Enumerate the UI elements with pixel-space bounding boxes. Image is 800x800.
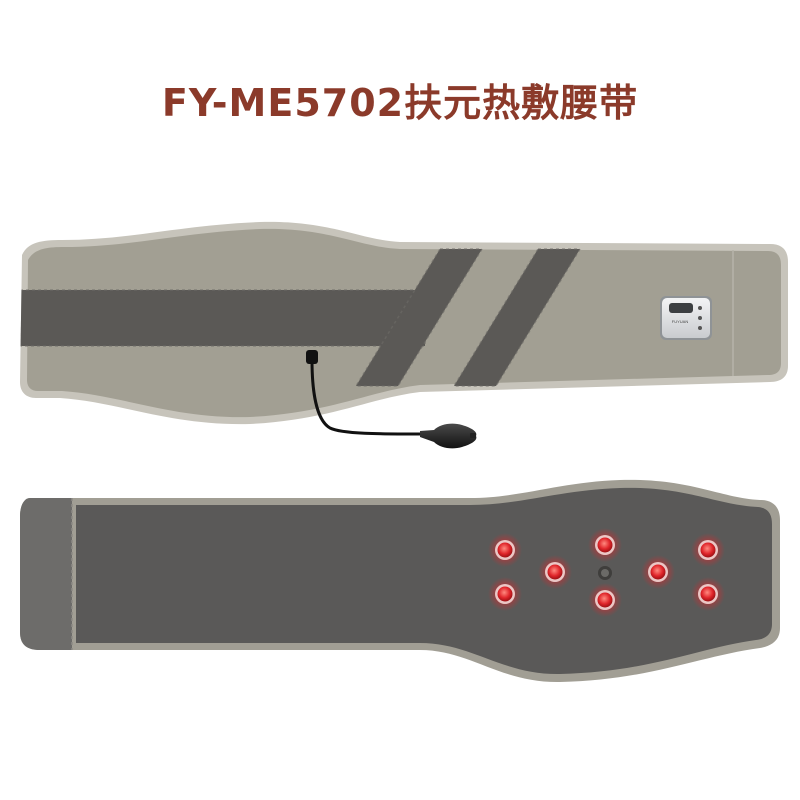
front-diagonal-strap-1 bbox=[356, 249, 482, 386]
sensor-icon bbox=[598, 566, 612, 580]
led-array bbox=[488, 528, 725, 617]
red-led-icon bbox=[488, 533, 522, 567]
red-led-icon bbox=[538, 555, 572, 589]
back-belt bbox=[20, 479, 780, 683]
red-led-icon bbox=[588, 528, 622, 562]
controller-brand-text: FUYUAN bbox=[672, 319, 689, 324]
red-led-icon bbox=[691, 533, 725, 567]
front-diagonal-strap-2 bbox=[454, 249, 580, 386]
red-led-icon bbox=[488, 577, 522, 611]
controller-icon: FUYUAN bbox=[660, 296, 712, 340]
back-velcro-end bbox=[20, 498, 72, 658]
red-led-icon bbox=[641, 555, 675, 589]
air-pump-bulb-icon bbox=[306, 350, 477, 449]
red-led-icon bbox=[691, 577, 725, 611]
front-belt: FUYUAN bbox=[20, 221, 788, 449]
red-led-icon bbox=[588, 583, 622, 617]
front-velcro-strip bbox=[20, 290, 425, 346]
product-title: FY-ME5702扶元热敷腰带 bbox=[161, 81, 639, 125]
